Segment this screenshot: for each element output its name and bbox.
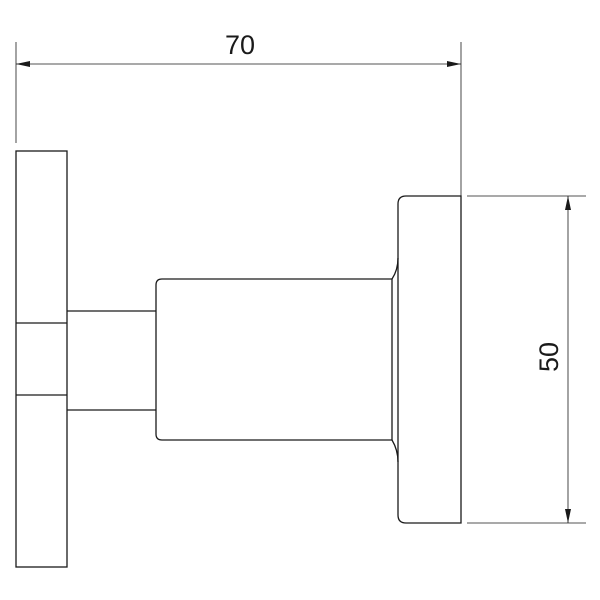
spindle	[67, 310, 156, 411]
handle-plate	[15, 150, 68, 568]
height-arrow-bottom	[565, 509, 571, 523]
handle-plate-outline	[15, 150, 68, 568]
escutcheon-flange	[397, 195, 462, 524]
height-dimension: 50	[467, 195, 586, 524]
width-arrow-right	[447, 61, 461, 67]
flange-fillet-top	[391, 257, 399, 280]
width-dimension-label: 70	[225, 30, 255, 60]
flange-fillet-bottom	[391, 439, 399, 463]
height-dimension-label: 50	[534, 342, 564, 372]
valve-body	[155, 278, 393, 441]
width-dimension: 70	[15, 30, 462, 196]
height-arrow-top	[565, 196, 571, 210]
width-arrow-left	[16, 61, 30, 67]
